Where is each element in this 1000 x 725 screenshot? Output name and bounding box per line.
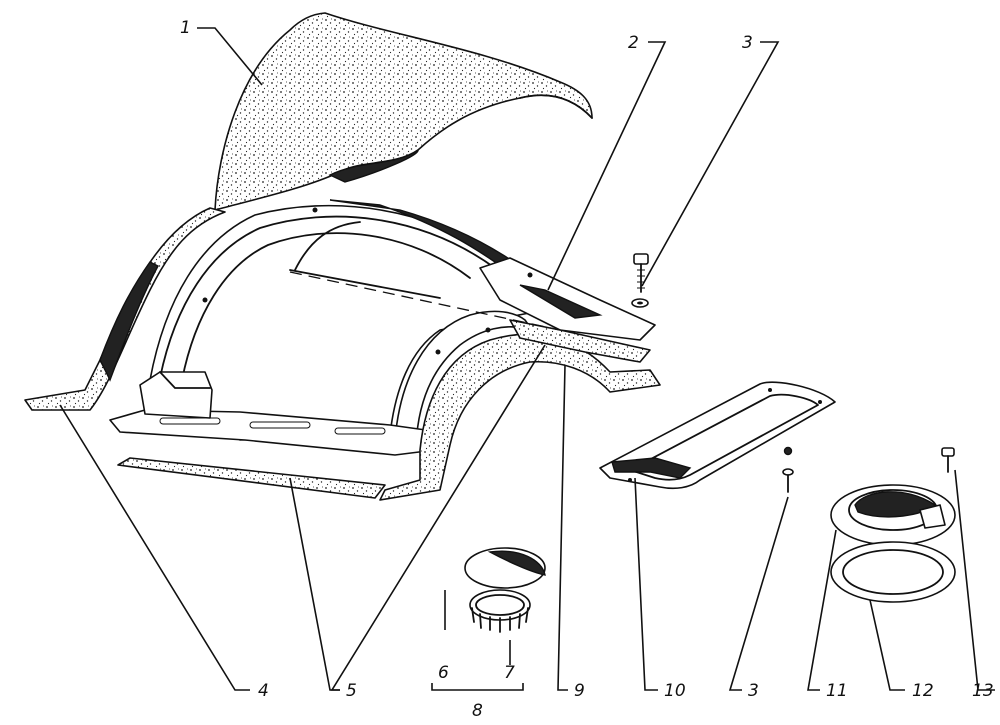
label-13: 13 [972,681,994,701]
screw-part-11 [782,446,794,493]
felt-cover-part-1 [214,12,593,211]
wheel-arch-housing [109,199,656,456]
label-2: 2 [628,33,639,53]
label-9: 9 [574,681,585,701]
dome-cover-part-11 [830,484,956,546]
leader-lines [59,27,995,691]
bolt-and-washer-part-3 [631,253,649,308]
label-8: 8 [472,701,483,721]
gasket-ring-part-12 [830,541,956,603]
screw-part-13 [941,447,955,473]
left-felt-strip-part-4 [24,207,226,411]
label-10: 10 [664,681,686,701]
round-cap-part-6 [464,547,546,589]
assembly-dashed-lines [289,271,561,331]
hinged-frame-part-10 [599,381,836,490]
label-12: 12 [912,681,934,701]
part-number-labels: 1 2 3 4 5 6 7 8 9 10 3 11 12 13 [180,18,994,721]
label-5: 5 [346,681,357,701]
label-1: 1 [180,18,191,38]
label-11: 11 [826,681,848,701]
clip-ring-part-7 [469,589,531,633]
label-7: 7 [504,663,515,683]
label-4: 4 [258,681,269,701]
label-3-bottom: 3 [748,681,759,701]
bottom-felt-strip-part-5 [117,457,386,499]
label-6: 6 [438,663,449,683]
label-3-top: 3 [742,33,753,53]
